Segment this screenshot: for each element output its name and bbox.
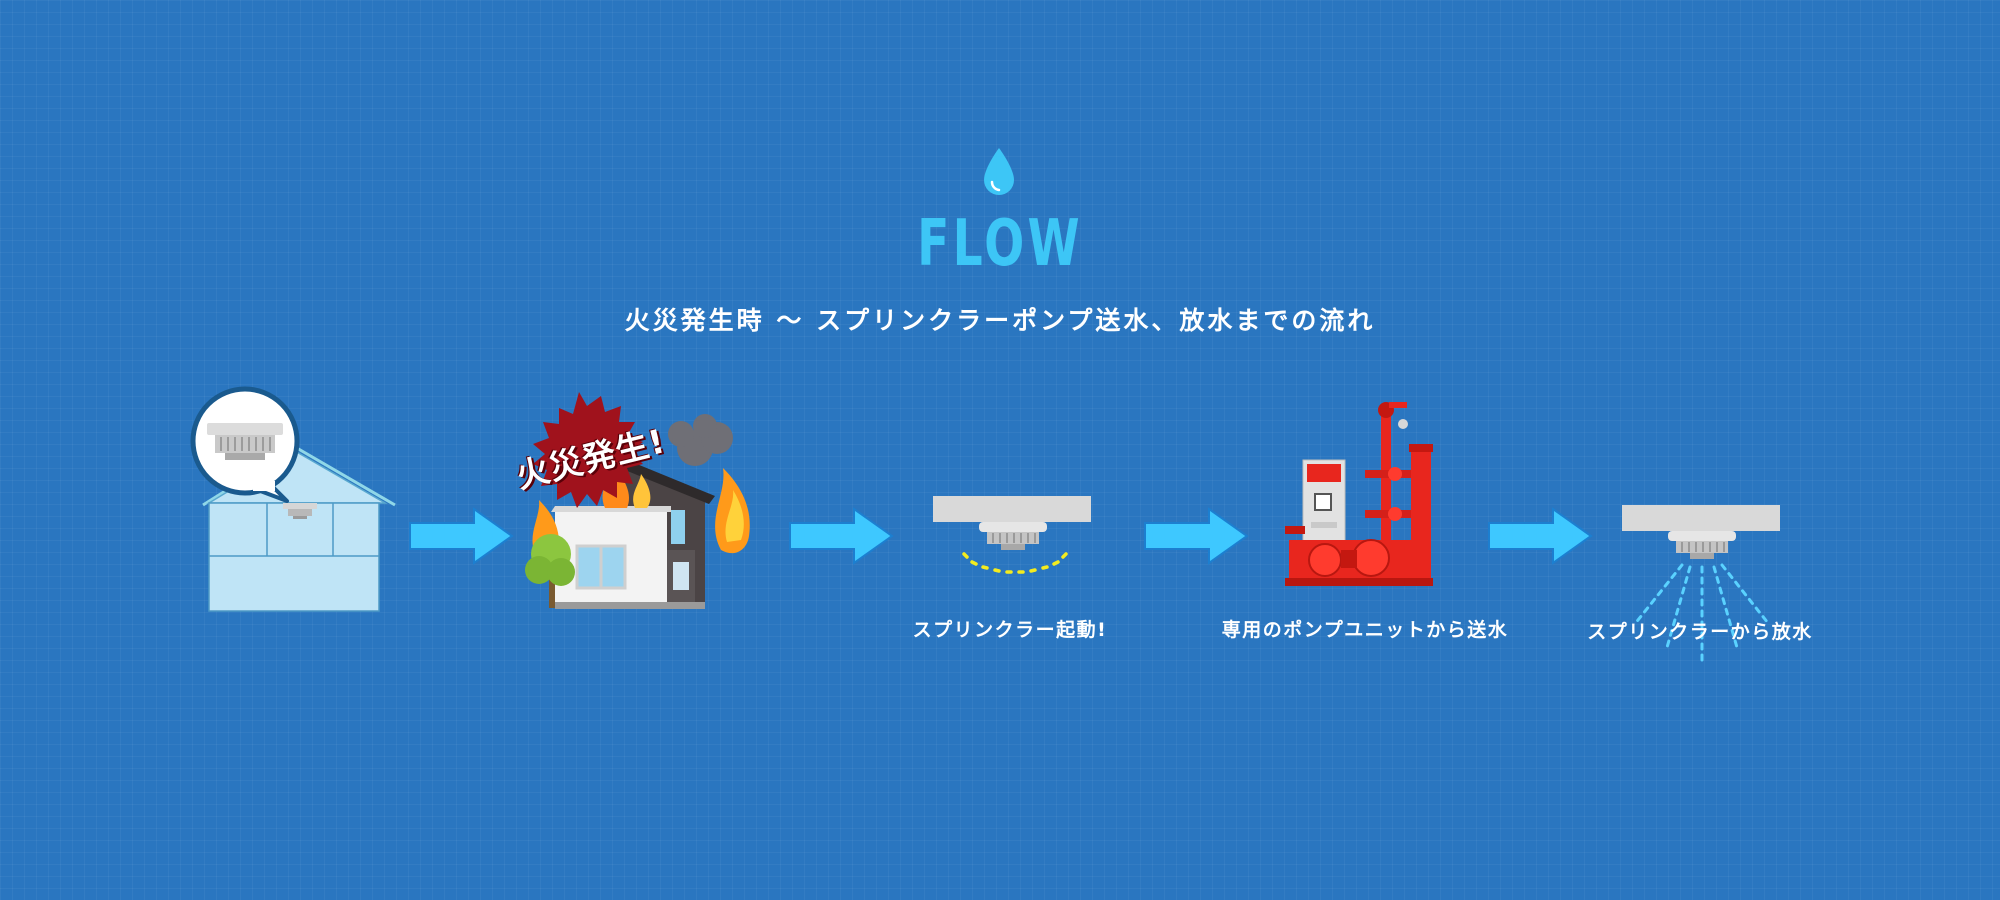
step-caption-sprinkler-activation: スプリンクラー起動!: [912, 619, 1108, 641]
flow-arrow-2: [789, 507, 894, 565]
page-subtitle: 火災発生時 〜 スプリンクラーポンプ送水、放水までの流れ: [624, 306, 1376, 335]
page-title: FLOW: [917, 207, 1083, 281]
step-caption-pump-supply: 専用のポンプユニットから送水: [1221, 619, 1509, 641]
flow-arrow-4: [1488, 507, 1593, 565]
step-caption-sprinkler-discharge: スプリンクラーから放水: [1587, 621, 1813, 643]
house-smoke-detector-icon: [190, 386, 396, 612]
step-sprinkler-activation: スプリンクラー起動!: [900, 490, 1120, 641]
sprinkler-spray-icon: [1622, 505, 1780, 667]
burning-house-icon: [525, 392, 750, 609]
step-sprinkler-discharge: スプリンクラーから放水: [1570, 500, 1830, 670]
fire-badge: [533, 392, 643, 508]
fire-pump-unit-icon: [1285, 402, 1433, 586]
water-drop-icon: [984, 148, 1014, 195]
flow-arrow-1: [409, 507, 514, 565]
flow-arrow-3: [1144, 507, 1249, 565]
step-fire: 火災発生!: [495, 390, 755, 615]
sprinkler-activation-icon: [933, 496, 1091, 574]
step-detection: [185, 385, 405, 615]
step-pump-supply: 専用のポンプユニットから送水: [1200, 400, 1530, 641]
